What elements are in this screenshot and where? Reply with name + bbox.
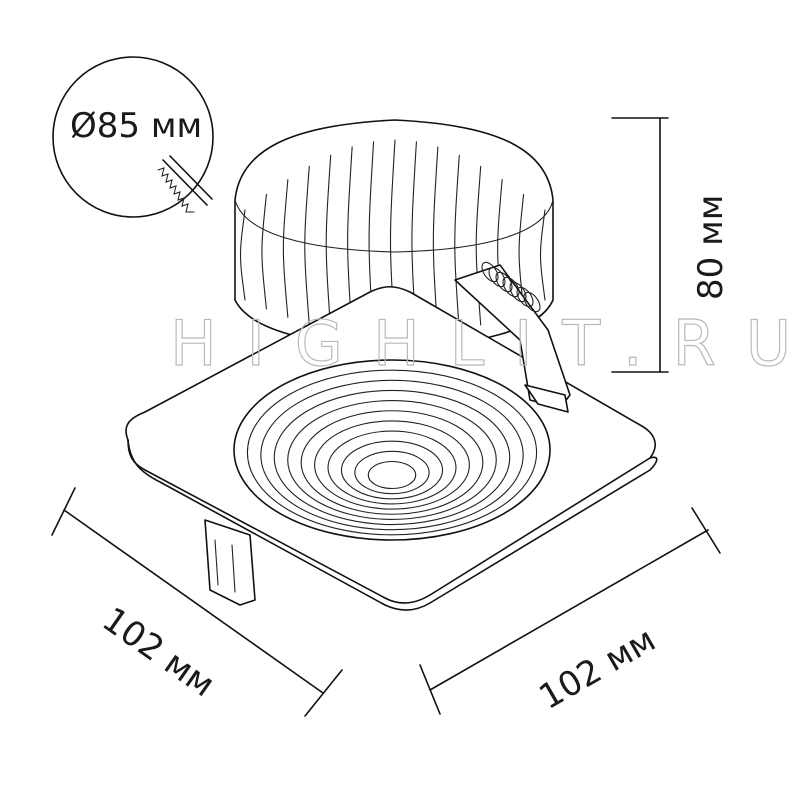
spring-coil [481, 261, 541, 313]
width-label-right: 102 мм [533, 620, 663, 718]
spring-clip-right [454, 261, 571, 413]
spring-clip-left [204, 519, 256, 606]
reflector-ring [273, 389, 511, 526]
reflector-ring [246, 369, 538, 536]
reflector-ring [300, 410, 484, 515]
height-dimension: 80 мм [611, 117, 731, 373]
diameter-circle [52, 56, 214, 218]
heatsink-fin [282, 179, 289, 318]
reflector-ring [260, 379, 524, 531]
clip-tab-left [204, 519, 256, 606]
height-label: 80 мм [691, 195, 731, 300]
spring-loop [516, 286, 534, 308]
heatsink-fin [325, 154, 332, 332]
reflector [233, 359, 551, 541]
reflector-rings [246, 369, 538, 536]
heatsink-fin [304, 165, 310, 326]
reflector-ring [354, 450, 430, 495]
reflector-rim [233, 359, 551, 541]
heatsink-top-edge [234, 199, 554, 253]
trim-plate-edge [127, 439, 658, 611]
spring-loop [523, 291, 541, 313]
heatsink-fin [454, 154, 460, 332]
heatsink-fin [539, 209, 546, 301]
reflector-ring [327, 430, 457, 505]
heatsink-fin [261, 193, 267, 310]
diameter-label: Ø85 мм [70, 106, 202, 146]
watermark: HIGHLIT.RU [170, 307, 800, 380]
reflector-ring [314, 420, 470, 510]
reflector-ring [340, 440, 444, 500]
clip-tab-right [524, 384, 569, 413]
hole-saw-icon [157, 155, 213, 213]
heatsink-fin [518, 193, 525, 310]
heatsink-fin [239, 209, 246, 301]
width-label-left: 102 мм [95, 600, 222, 706]
reflector-ring [367, 460, 417, 490]
reflector-ring [287, 400, 497, 520]
diameter-callout: Ø85 мм [52, 56, 214, 218]
